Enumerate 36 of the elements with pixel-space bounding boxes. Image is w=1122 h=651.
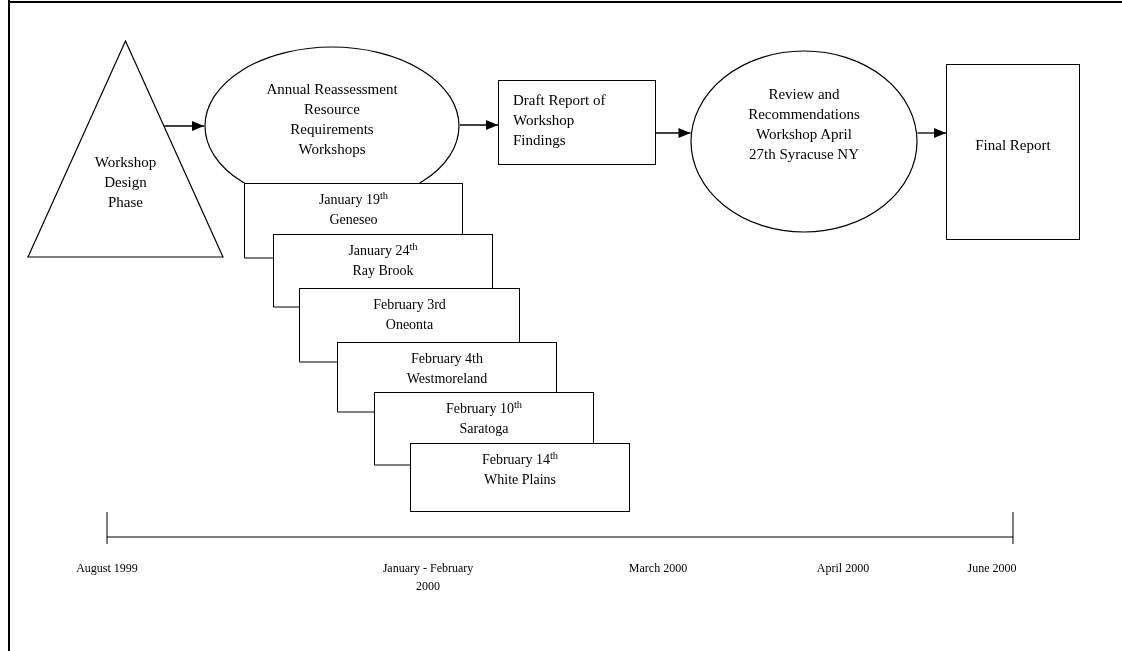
date-box	[374, 392, 594, 443]
node-text: Oneonta	[385, 316, 434, 334]
date-box	[244, 183, 463, 234]
arrow	[163, 121, 205, 131]
date-box	[273, 234, 493, 288]
node-text: Review and Recommendations Workshop April 27th Syracuse NY	[747, 85, 861, 164]
node-text: January 19$^{th}$	[318, 190, 389, 209]
node-text: February 14$^{th}$	[481, 450, 559, 469]
phase-triangle	[27, 40, 224, 258]
node-text: Saratoga	[459, 420, 509, 438]
date-box	[299, 288, 520, 342]
arrow	[459, 120, 499, 130]
node-text: Draft Report of Workshop Findings	[513, 91, 607, 150]
date-box	[337, 342, 557, 392]
timeline-label: August 1999	[75, 560, 139, 577]
arrow	[655, 128, 692, 138]
node-text: White Plains	[484, 471, 556, 489]
report-box	[498, 80, 656, 165]
node-text: January 24$^{th}$	[348, 241, 418, 260]
node-text: Workshop Design Phase	[93, 153, 158, 212]
timeline-label: March 2000	[627, 560, 689, 577]
node-text: Geneseo	[329, 211, 378, 229]
node-text: Westmoreland	[406, 370, 488, 388]
timeline-label: January - February 2000	[381, 560, 475, 595]
timeline-label: April 2000	[815, 560, 871, 577]
arrow	[916, 128, 947, 138]
node-text: February 3rd	[373, 296, 446, 314]
node-text: February 10$^{th}$	[445, 399, 523, 418]
node-text: February 4th	[411, 350, 483, 368]
node-text: Ray Brook	[352, 262, 414, 280]
workshop-ellipse	[690, 50, 918, 233]
date-box	[410, 443, 630, 512]
timeline-label: June 2000	[966, 560, 1018, 577]
report-box	[946, 64, 1080, 240]
node-text: Final Report	[975, 136, 1051, 155]
node-text: Annual Reassessment Resource Requirements Workshops	[266, 80, 398, 159]
